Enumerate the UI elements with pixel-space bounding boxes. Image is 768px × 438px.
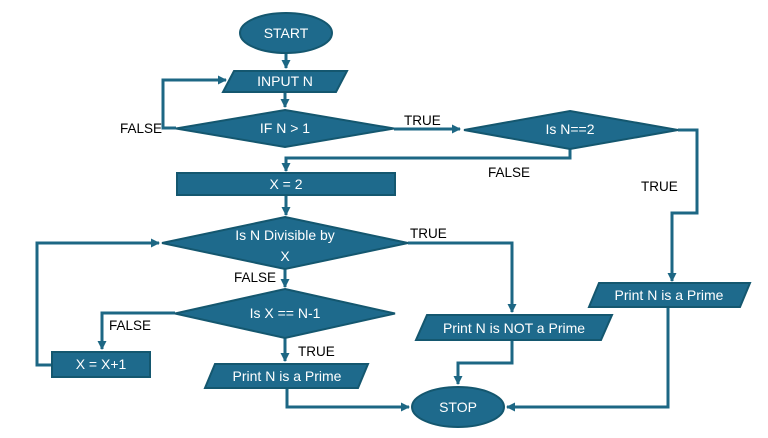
stop-label: STOP <box>439 399 477 415</box>
if-n-gt-1-label: IF N > 1 <box>260 120 310 136</box>
node-is-divisible[interactable]: Is N Divisible by X <box>161 215 409 271</box>
x-eq-2-process-shape[interactable] <box>176 172 396 196</box>
edge-label-true-is-divisible: TRUE <box>410 226 447 241</box>
x-eq-2-label: X = 2 <box>269 176 302 192</box>
node-input-n[interactable]: INPUT N <box>221 70 349 93</box>
is-divisible-label-line1: Is N Divisible by <box>235 227 335 243</box>
connector-print-not-prime-to-stop <box>453 340 514 385</box>
start-terminator-shape[interactable] <box>239 12 333 54</box>
connector-print-prime-right-to-stop <box>506 307 670 412</box>
print-not-prime-label: Print N is NOT a Prime <box>443 320 585 336</box>
node-print-not-prime[interactable]: Print N is NOT a Prime <box>414 314 614 341</box>
node-x-eq-x-plus-1[interactable]: X = X+1 <box>51 351 151 378</box>
is-x-eq-n-minus-1-diamond-shape[interactable] <box>174 287 396 340</box>
x-eq-x-plus-1-label: X = X+1 <box>76 356 127 372</box>
print-prime-right-label: Print N is a Prime <box>615 287 724 303</box>
node-if-n-gt-1[interactable]: IF N > 1 <box>175 108 395 149</box>
is-divisible-label: Is N Divisible by X <box>235 227 335 264</box>
start-label: START <box>264 25 309 41</box>
stop-terminator-shape[interactable] <box>411 386 505 428</box>
if-n-gt-1-diamond-shape[interactable] <box>175 108 395 149</box>
node-start[interactable]: START <box>239 12 333 54</box>
print-prime-mid-parallelogram-shape[interactable] <box>203 363 370 389</box>
node-print-prime-right[interactable]: Print N is a Prime <box>587 282 752 308</box>
print-prime-mid-label: Print N is a Prime <box>233 368 342 384</box>
print-not-prime-parallelogram-shape[interactable] <box>414 314 614 341</box>
input-n-label: INPUT N <box>257 73 313 89</box>
edge-label-true-is-x-eq-n-minus-1: TRUE <box>298 344 335 359</box>
is-divisible-label-line2: X <box>280 248 290 264</box>
print-prime-right-parallelogram-shape[interactable] <box>587 282 752 308</box>
edge-label-false-if-n-gt-1: FALSE <box>120 121 162 136</box>
connector-is-divisible-true-to-print-not-prime <box>408 241 517 313</box>
connector-is-n-eq-2-true-to-print-prime-right <box>667 128 699 282</box>
is-n-eq-2-label: Is N==2 <box>545 121 594 137</box>
edge-label-false-is-x-eq-n-minus-1: FALSE <box>109 318 151 333</box>
edge-label-true-is-n-eq-2: TRUE <box>641 179 678 194</box>
is-divisible-diamond-shape[interactable] <box>161 215 409 271</box>
is-x-eq-n-minus-1-label: Is X == N-1 <box>250 305 321 321</box>
node-stop[interactable]: STOP <box>411 386 505 428</box>
edge-label-false-is-n-eq-2: FALSE <box>488 165 530 180</box>
connector-print-prime-mid-to-stop <box>285 388 410 412</box>
node-print-prime-mid[interactable]: Print N is a Prime <box>203 363 370 389</box>
edge-label-true-if-n-gt-1: TRUE <box>404 113 441 128</box>
node-x-eq-2[interactable]: X = 2 <box>176 172 396 196</box>
connector-if-n-gt-1-false-to-input <box>161 75 227 130</box>
is-n-eq-2-diamond-shape[interactable] <box>463 109 679 151</box>
input-n-parallelogram-shape[interactable] <box>221 70 349 93</box>
connector-is-x-eq-n-minus-1-false-to-x-eq-x-plus-1 <box>97 311 175 350</box>
connector-is-n-eq-2-false-to-x-eq-2 <box>281 149 572 172</box>
x-eq-x-plus-1-process-shape[interactable] <box>51 351 151 378</box>
node-is-x-eq-n-minus-1[interactable]: Is X == N-1 <box>174 287 396 340</box>
node-is-n-eq-2[interactable]: Is N==2 <box>463 109 679 151</box>
connector-x-eq-x-plus-1-loop-to-is-divisible <box>35 238 160 367</box>
edge-label-false-is-divisible: FALSE <box>234 270 276 285</box>
